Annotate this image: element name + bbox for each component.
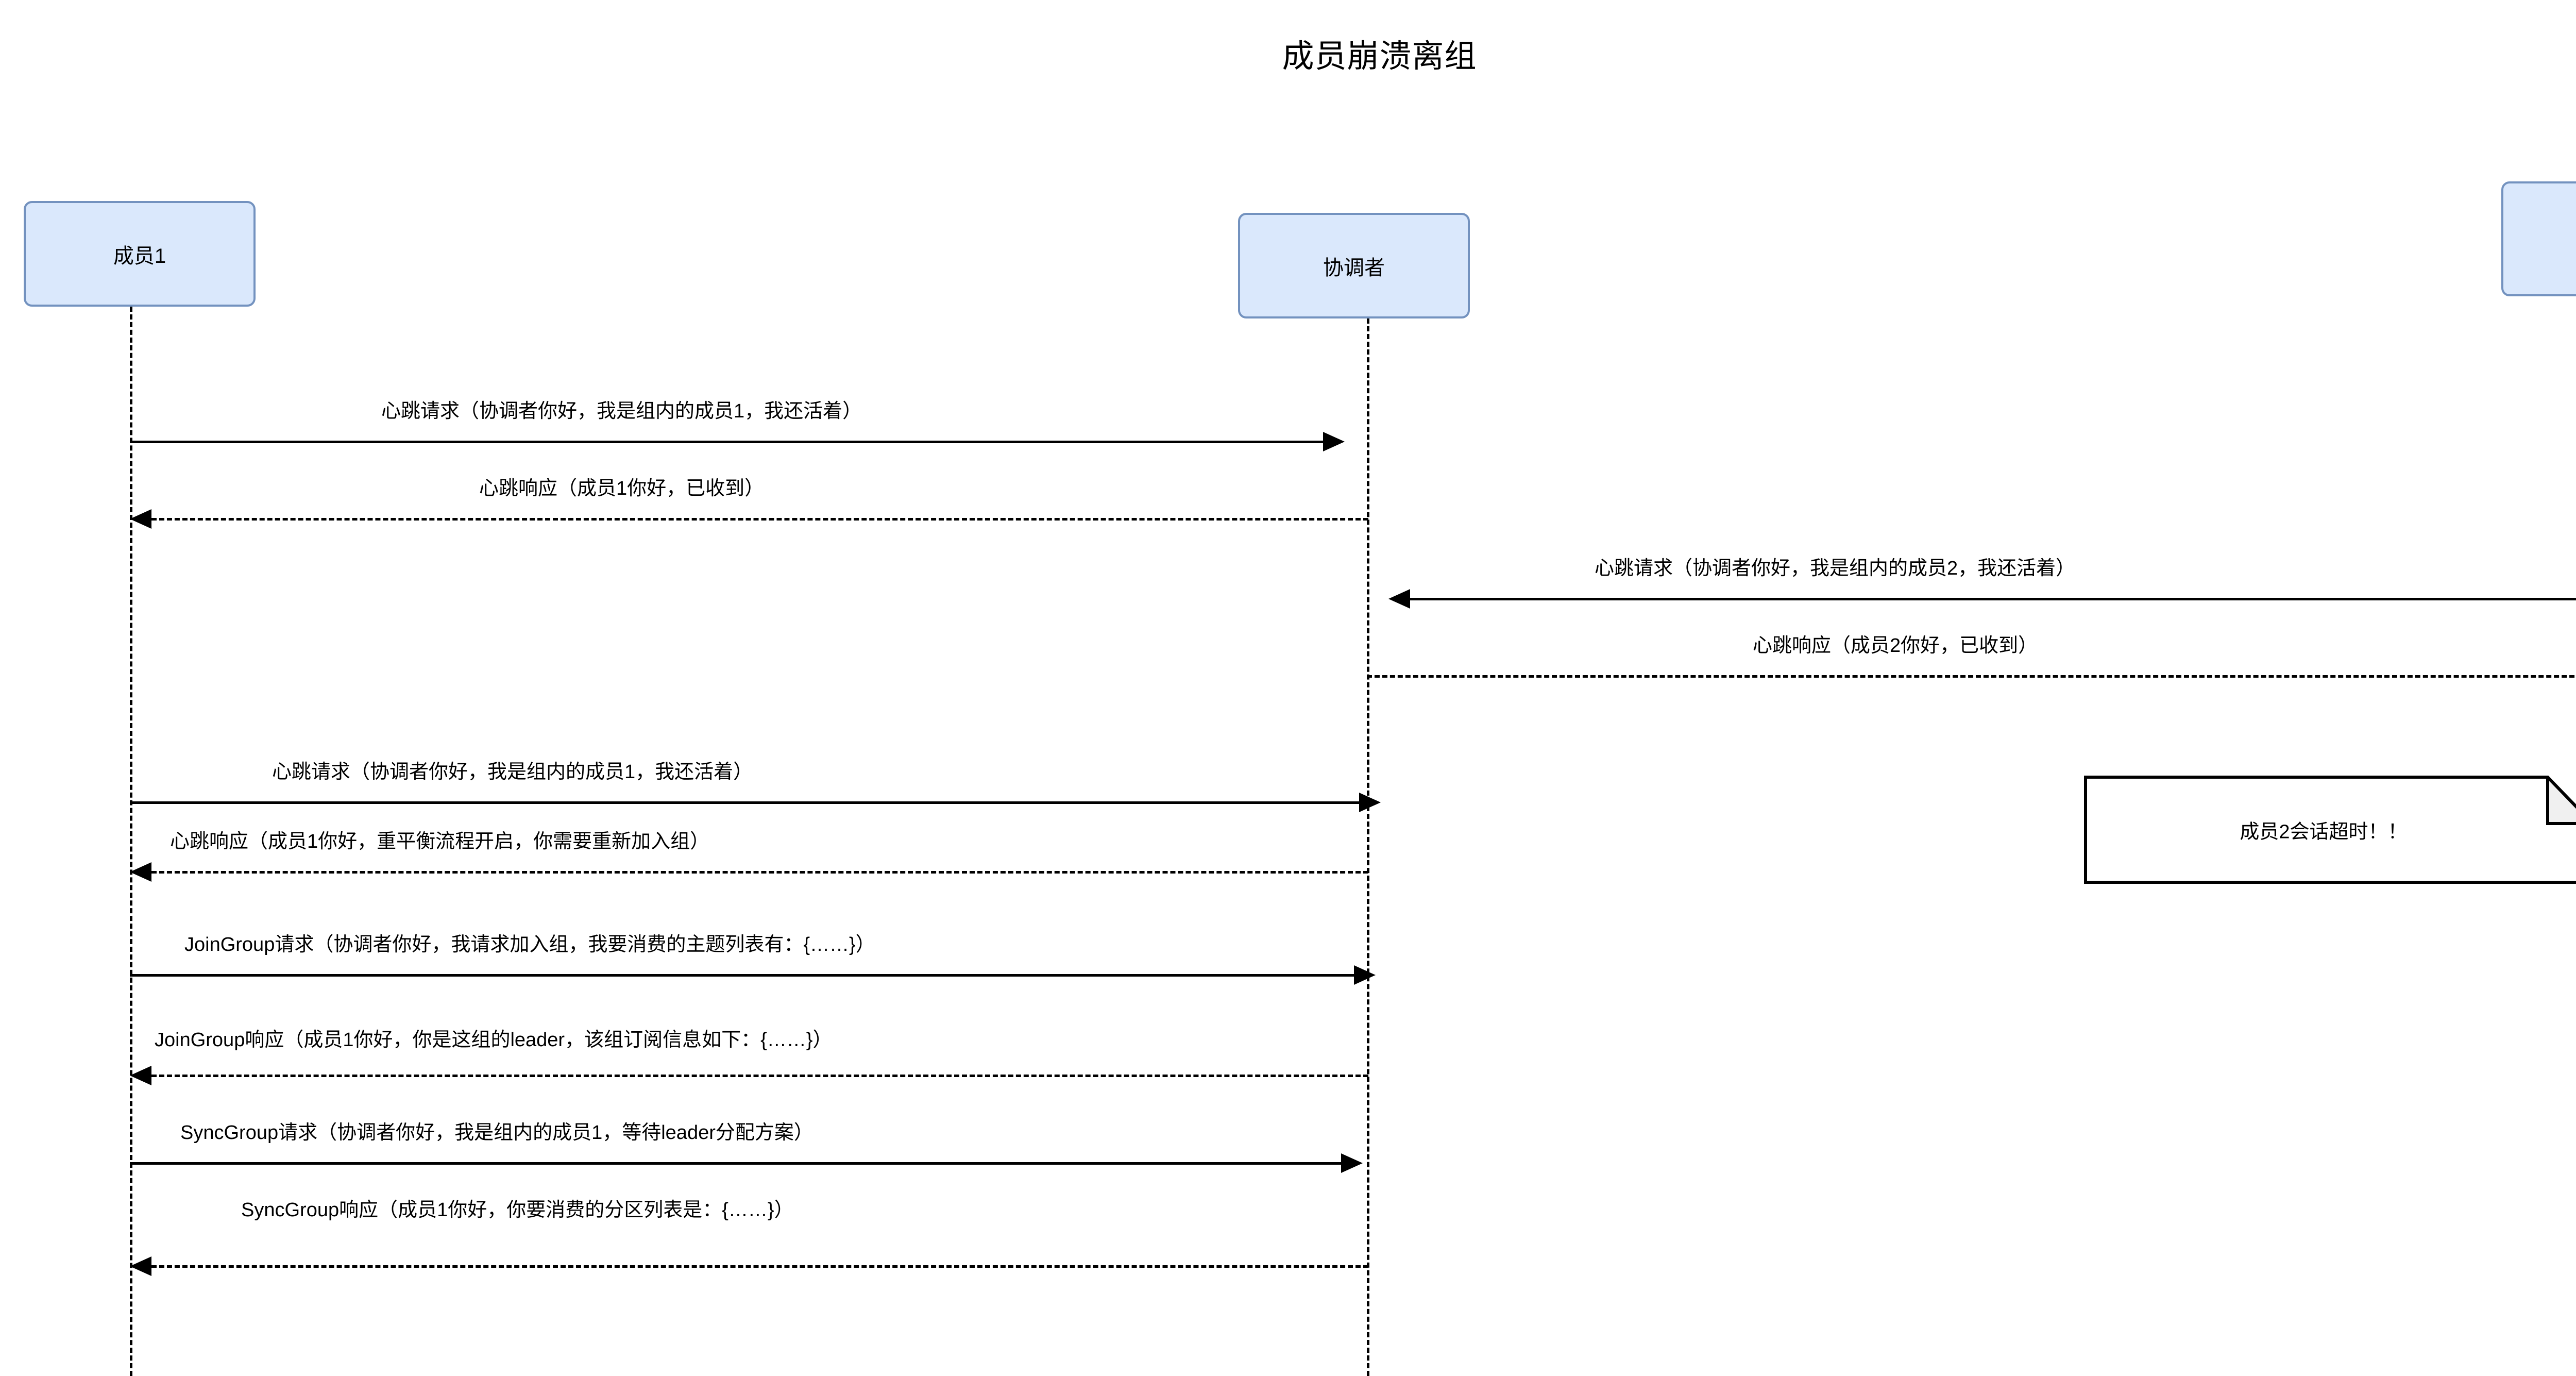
participant-coordinator[interactable]: 协调者 [1238, 213, 1470, 318]
message-label-4: 心跳响应（成员2你好，已收到） [1753, 635, 2038, 657]
message-arrowhead-2 [130, 509, 151, 529]
message-arrowhead-10 [130, 1256, 151, 1276]
note-shape [2084, 776, 2576, 884]
participant-member2[interactable]: 成员2 [2501, 181, 2576, 296]
note-member2-session-timeout: 成员2会话超时！！ [2084, 776, 2576, 884]
message-line-2 [151, 518, 1368, 521]
message-label-9: SyncGroup请求（协调者你好，我是组内的成员1，等待leader分配方案） [180, 1122, 814, 1144]
message-line-8 [151, 1075, 1368, 1077]
message-line-1 [130, 441, 1325, 443]
message-line-7 [130, 974, 1356, 977]
message-arrowhead-6 [130, 862, 151, 882]
message-label-10: SyncGroup响应（成员1你好，你要消费的分区列表是：{……}） [241, 1199, 794, 1221]
participant-coordinator-label: 协调者 [1323, 256, 1385, 279]
participant-member1-label: 成员1 [113, 244, 166, 267]
lifeline-coordinator [1367, 318, 1369, 1376]
message-line-9 [130, 1162, 1343, 1165]
message-label-1: 心跳请求（协调者你好，我是组内的成员1，我还活着） [381, 400, 862, 422]
message-arrowhead-8 [130, 1066, 151, 1085]
message-line-6 [151, 871, 1368, 874]
participant-member1[interactable]: 成员1 [24, 201, 256, 307]
message-label-8: JoinGroup响应（成员1你好，你是这组的leader，该组订阅信息如下：{… [155, 1029, 833, 1051]
message-arrowhead-7 [1354, 965, 1376, 985]
lifeline-member1 [130, 307, 132, 1376]
message-label-7: JoinGroup请求（协调者你好，我请求加入组，我要消费的主题列表有：{……}… [184, 934, 875, 955]
message-arrowhead-3 [1388, 589, 1410, 609]
note-member2-session-timeout-text: 成员2会话超时！！ [2240, 821, 2408, 843]
message-line-4 [1367, 675, 2576, 678]
message-label-2: 心跳响应（成员1你好，已收到） [479, 478, 765, 499]
message-line-10 [151, 1265, 1368, 1268]
message-arrowhead-1 [1323, 432, 1345, 451]
message-arrowhead-5 [1359, 793, 1381, 812]
message-line-5 [130, 801, 1361, 804]
message-line-3 [1410, 598, 2576, 600]
message-arrowhead-9 [1341, 1153, 1363, 1173]
message-label-6: 心跳响应（成员1你好，重平衡流程开启，你需要重新加入组） [170, 831, 710, 852]
message-label-5: 心跳请求（协调者你好，我是组内的成员1，我还活着） [272, 761, 753, 783]
message-label-3: 心跳请求（协调者你好，我是组内的成员2，我还活着） [1595, 558, 2076, 579]
page-title: 成员崩溃离组 [1282, 39, 1477, 74]
